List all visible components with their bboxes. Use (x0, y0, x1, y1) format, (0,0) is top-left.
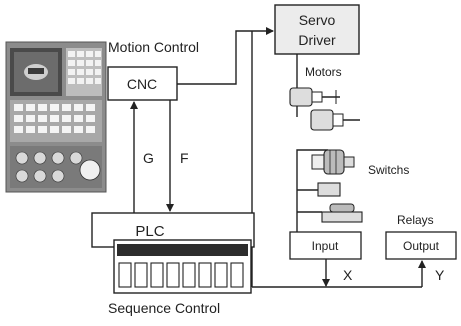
x-signal-label: X (343, 267, 353, 283)
switch-icon (321, 203, 363, 223)
servo-driver-label-line2: Driver (298, 32, 336, 48)
output-label: Output (403, 239, 440, 253)
switch-icon (317, 182, 341, 197)
output-box (385, 231, 457, 260)
motors-label: Motors (305, 65, 342, 79)
switchs-label: Switchs (368, 163, 409, 177)
input-label: Input (312, 239, 339, 253)
relays-label: Relays (397, 213, 434, 227)
motor-icon (289, 87, 340, 107)
switch-bus-line (296, 149, 328, 232)
cnc-label: CNC (127, 76, 157, 92)
switch-icon (311, 149, 355, 175)
f-signal-label: F (180, 150, 189, 166)
sequence-control-label: Sequence Control (108, 300, 220, 316)
plc-label: PLC (135, 223, 164, 240)
g-signal-label: G (143, 150, 154, 166)
servo-driver-label-line1: Servo (299, 12, 336, 28)
servo-driver-box (274, 4, 360, 55)
y-signal-label: Y (435, 267, 445, 283)
plc-module-icon (113, 239, 252, 294)
motor-icon (310, 109, 360, 131)
motion-control-label: Motion Control (108, 39, 199, 55)
cnc-to-servo-line (177, 27, 274, 85)
cnc-panel-icon (5, 41, 107, 193)
